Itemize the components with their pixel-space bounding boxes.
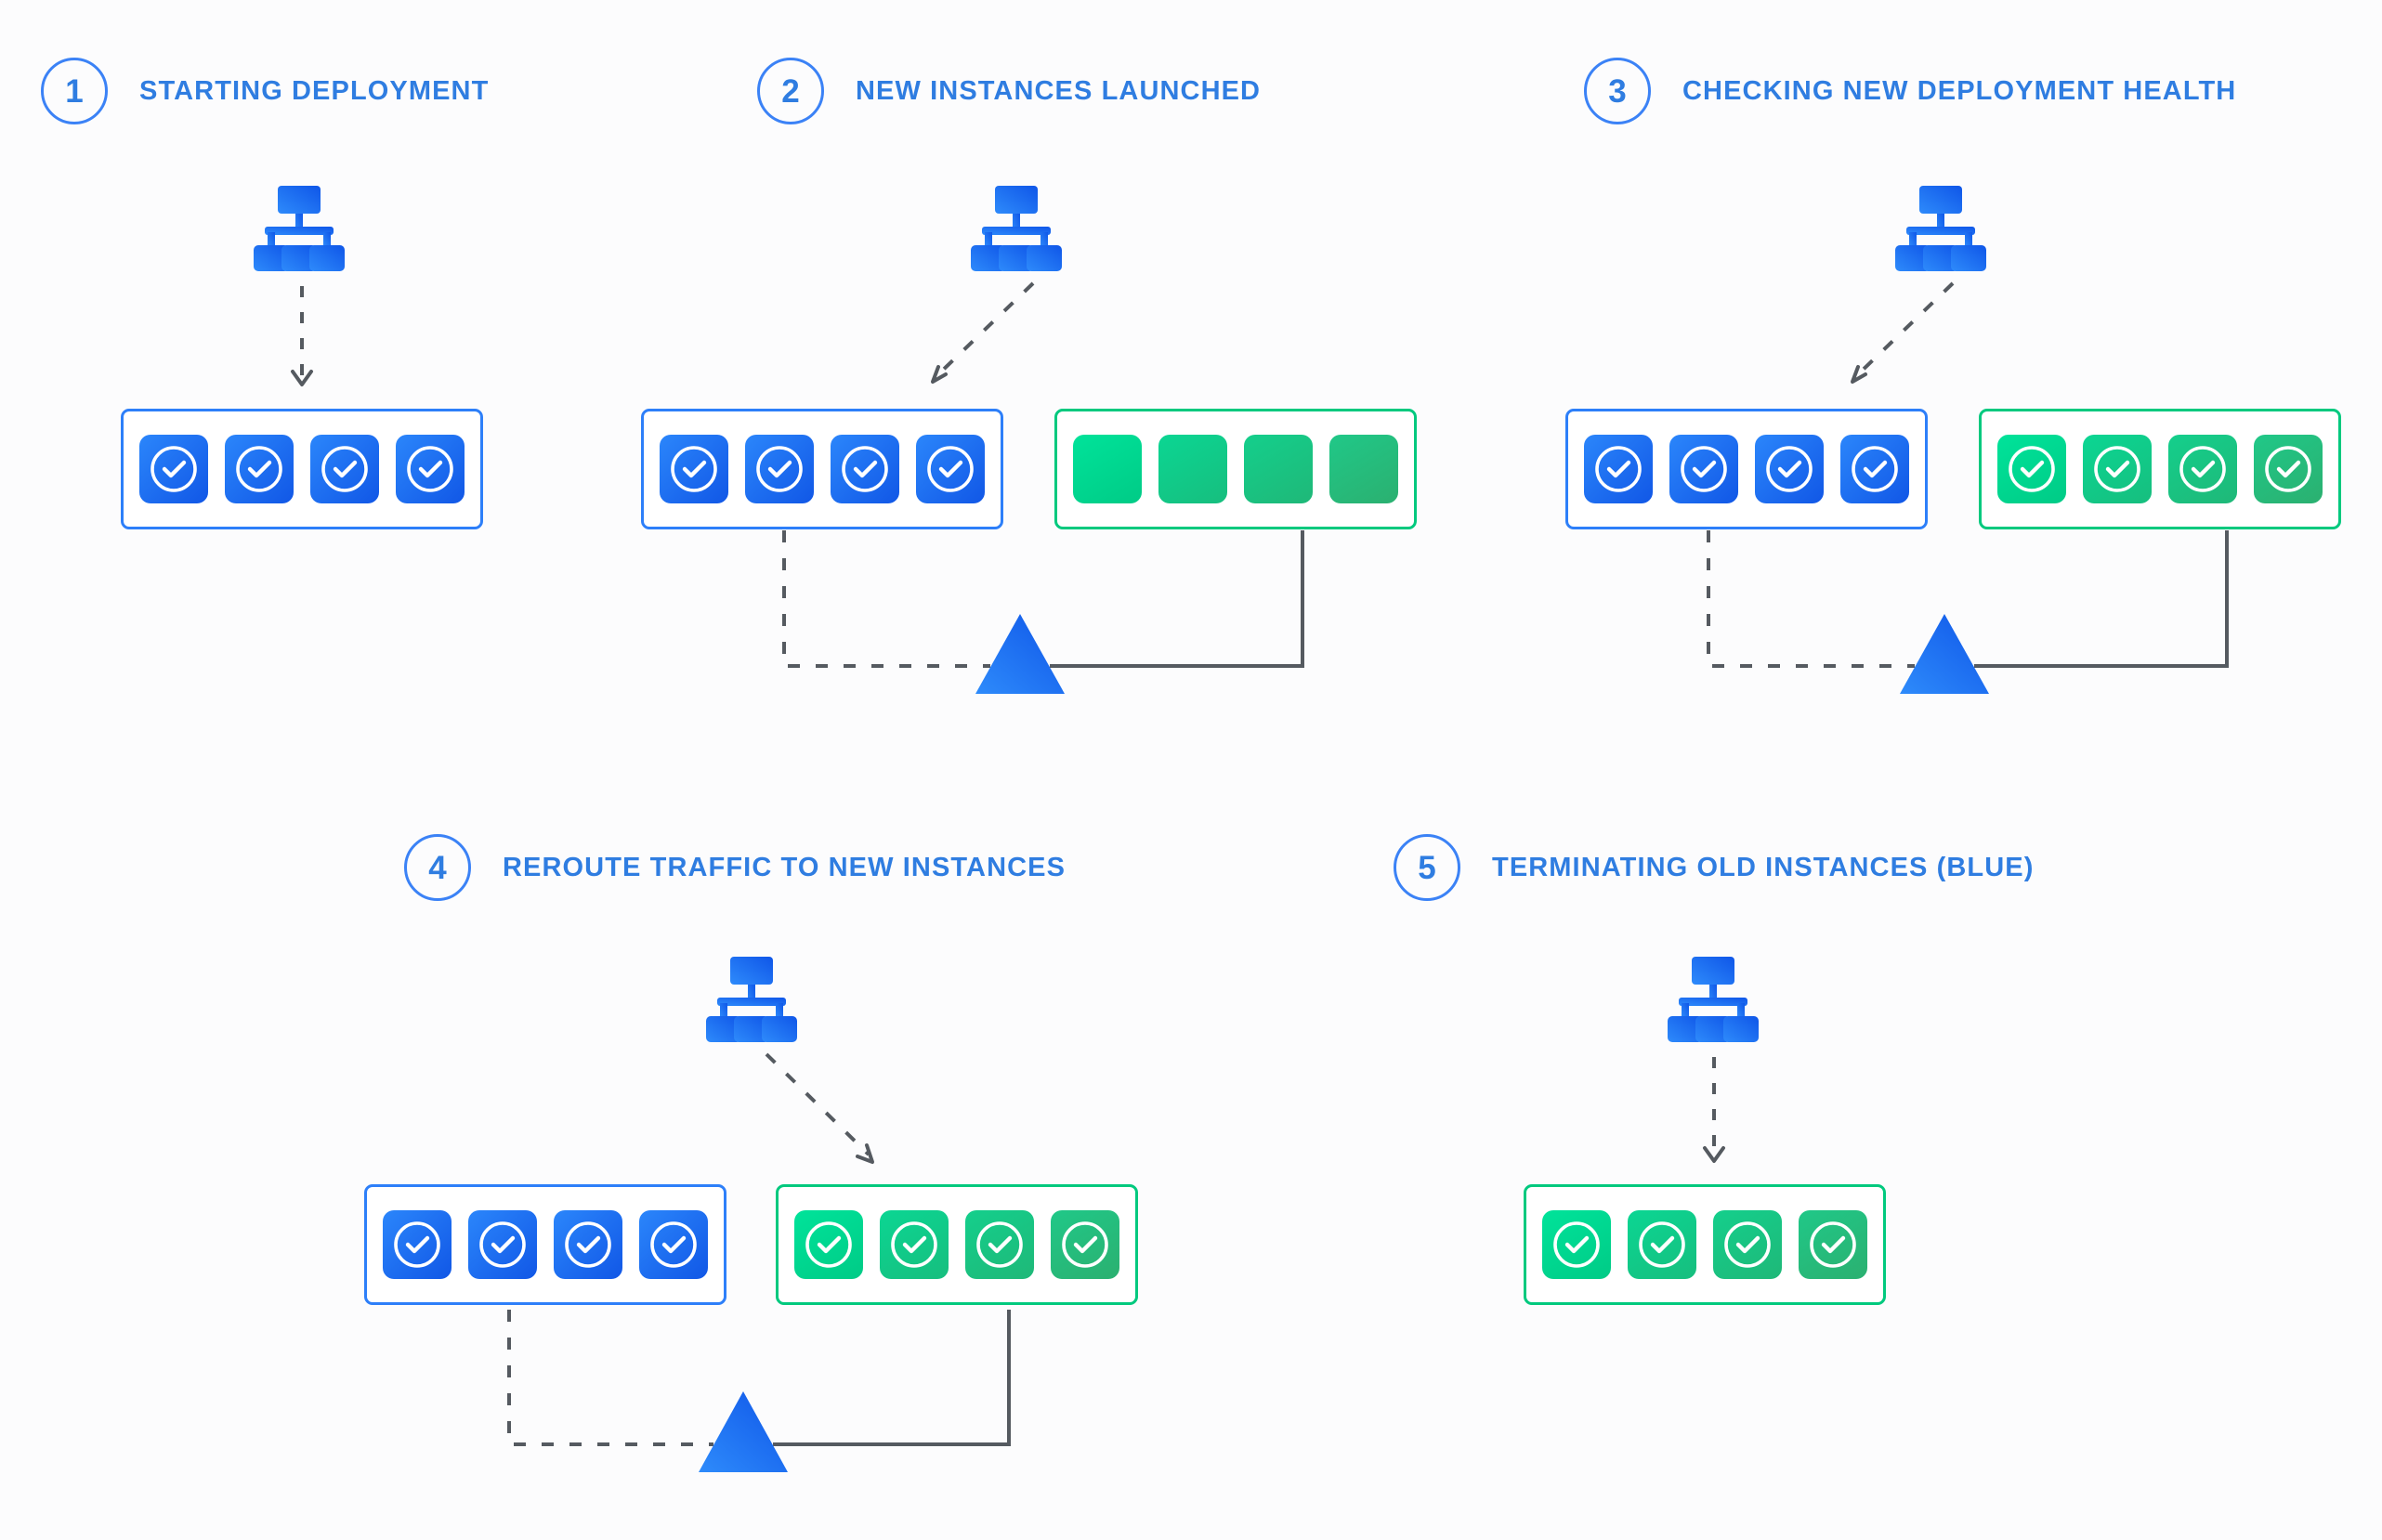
step-number-circle-5: 5: [1394, 834, 1460, 901]
router-line-blue-dashed: [507, 1310, 713, 1446]
traffic-triangle: [1900, 614, 1989, 694]
traffic-router-group-2: [782, 530, 1304, 694]
instance-tile: [1329, 435, 1398, 503]
instance-tiles: [1989, 435, 2331, 503]
step-title-2: NEW INSTANCES LAUNCHED: [856, 75, 1262, 106]
arrow-router-to-green-4: [765, 1052, 874, 1164]
instance-tile: [1051, 1210, 1119, 1279]
instance-group-green-3: [1979, 409, 2341, 529]
traffic-triangle: [699, 1391, 788, 1472]
instance-tiles: [1065, 435, 1407, 503]
instance-tile: [1755, 435, 1824, 503]
step-number-circle-1: 1: [41, 58, 108, 124]
instance-group-blue-2: [641, 409, 1003, 529]
instance-tile: [660, 435, 728, 503]
step-number-1: 1: [65, 72, 84, 110]
instance-tile: [916, 435, 985, 503]
router-line-green-solid: [1050, 530, 1304, 668]
step-title-3: CHECKING NEW DEPLOYMENT HEALTH: [1682, 75, 2237, 106]
instance-tile: [554, 1210, 622, 1279]
sitemap-icon: [971, 186, 1062, 271]
traffic-triangle: [975, 614, 1065, 694]
instance-tile: [831, 435, 899, 503]
instance-tile: [1628, 1210, 1696, 1279]
instance-group-green-4: [776, 1184, 1138, 1305]
instance-tile: [1713, 1210, 1782, 1279]
instance-tiles: [131, 435, 473, 503]
step-number-2: 2: [781, 72, 800, 110]
step-number-5: 5: [1418, 849, 1436, 886]
instance-group-green-5: [1524, 1184, 1886, 1305]
instance-tile: [1542, 1210, 1611, 1279]
step-header-1: 1 STARTING DEPLOYMENT: [41, 58, 489, 124]
step-title-1: STARTING DEPLOYMENT: [139, 75, 490, 106]
step-number-4: 4: [428, 849, 447, 886]
instance-group-blue-3: [1565, 409, 1928, 529]
router-line-blue-dashed: [1707, 530, 1915, 668]
arrow-router-to-blue-3: [1851, 281, 1955, 384]
traffic-router-group-4: [507, 1310, 1011, 1472]
step-title-4: REROUTE TRAFFIC TO NEW INSTANCES: [503, 852, 1067, 882]
step-number-circle-3: 3: [1584, 58, 1651, 124]
arrow-router-to-blue-1: [291, 286, 313, 386]
step-number-circle-4: 4: [404, 834, 471, 901]
instance-tile: [639, 1210, 708, 1279]
instance-tile: [2083, 435, 2152, 503]
step-header-4: 4 REROUTE TRAFFIC TO NEW INSTANCES: [404, 834, 1066, 901]
step-title-5: TERMINATING OLD INSTANCES (BLUE): [1492, 852, 2035, 882]
instance-tile: [880, 1210, 949, 1279]
instance-tile: [310, 435, 379, 503]
instance-tiles: [651, 435, 993, 503]
step-header-3: 3 CHECKING NEW DEPLOYMENT HEALTH: [1584, 58, 2236, 124]
instance-group-blue-4: [364, 1184, 726, 1305]
instance-tile: [1244, 435, 1313, 503]
sitemap-icon: [254, 186, 345, 271]
instance-tiles: [786, 1210, 1128, 1279]
instance-tile: [2168, 435, 2237, 503]
instance-tile: [139, 435, 208, 503]
router-line-blue-dashed: [782, 530, 990, 668]
instance-tile: [1840, 435, 1909, 503]
instance-tile: [1584, 435, 1653, 503]
instance-tiles: [1576, 435, 1917, 503]
instance-tile: [1158, 435, 1227, 503]
instance-tile: [225, 435, 294, 503]
arrow-router-to-blue-2: [931, 281, 1035, 384]
instance-group-blue-1: [121, 409, 483, 529]
instance-group-green-2: [1054, 409, 1417, 529]
instance-tile: [1073, 435, 1142, 503]
sitemap-icon: [706, 957, 797, 1042]
instance-tile: [965, 1210, 1034, 1279]
router-line-green-solid: [1974, 530, 2229, 668]
instance-tiles: [1534, 1210, 1876, 1279]
instance-tile: [468, 1210, 537, 1279]
instance-tile: [1799, 1210, 1867, 1279]
instance-tile: [396, 435, 465, 503]
step-header-2: 2 NEW INSTANCES LAUNCHED: [757, 58, 1261, 124]
sitemap-icon: [1668, 957, 1759, 1042]
step-header-5: 5 TERMINATING OLD INSTANCES (BLUE): [1394, 834, 2034, 901]
instance-tile: [2254, 435, 2323, 503]
arrow-router-to-green-5: [1703, 1057, 1725, 1163]
step-number-3: 3: [1608, 72, 1627, 110]
traffic-router-group-3: [1707, 530, 2229, 694]
instance-tile: [383, 1210, 452, 1279]
step-number-circle-2: 2: [757, 58, 824, 124]
router-line-green-solid: [773, 1310, 1011, 1446]
sitemap-icon: [1895, 186, 1986, 271]
instance-tiles: [374, 1210, 716, 1279]
instance-tile: [745, 435, 814, 503]
instance-tile: [1997, 435, 2066, 503]
instance-tile: [1669, 435, 1738, 503]
instance-tile: [794, 1210, 863, 1279]
